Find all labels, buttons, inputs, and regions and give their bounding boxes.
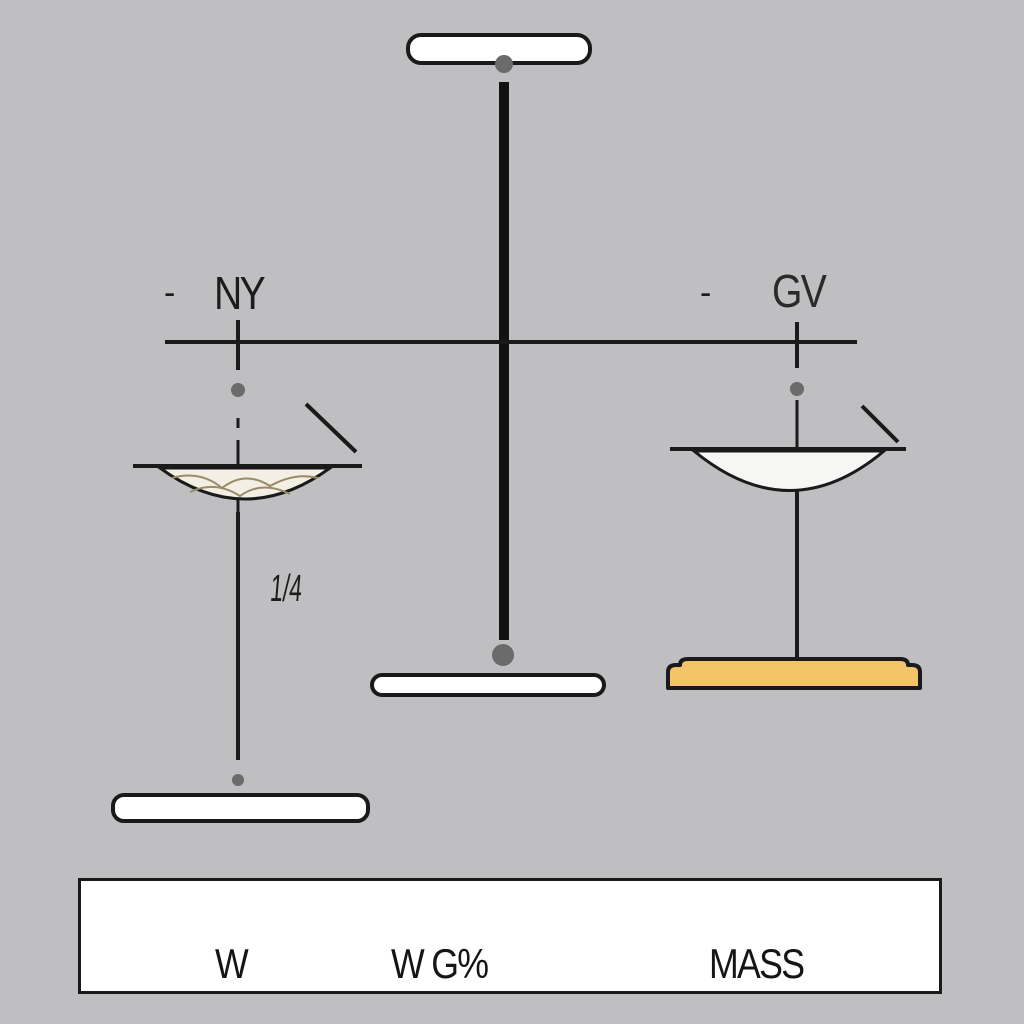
left-pan-bowl xyxy=(155,466,335,501)
left-slash xyxy=(304,402,358,454)
left-hanger-dot xyxy=(231,383,245,397)
legend-panel: W W G% MASS xyxy=(78,878,942,994)
legend-label-mass: MASS xyxy=(709,940,805,987)
right-arm-label: GV xyxy=(772,265,827,317)
left-pan-texture xyxy=(171,474,319,498)
left-string-dot xyxy=(232,774,244,786)
legend-label-w: W xyxy=(215,940,249,987)
mid-marker-label: 1/4 xyxy=(268,568,304,610)
right-pan-bowl xyxy=(689,449,889,492)
left-base-plate xyxy=(111,793,370,823)
top-pivot-dot xyxy=(495,55,513,73)
legend-label-wg: W G% xyxy=(391,940,489,987)
right-slash xyxy=(860,404,900,444)
pole-bottom-dot xyxy=(492,644,514,666)
right-weight-block xyxy=(666,657,922,690)
central-base xyxy=(370,673,606,697)
left-arm-label: NY xyxy=(214,267,266,319)
right-arm-dash: - xyxy=(700,274,712,312)
right-hanger-dot xyxy=(790,382,804,396)
left-arm-dash: - xyxy=(164,274,176,312)
